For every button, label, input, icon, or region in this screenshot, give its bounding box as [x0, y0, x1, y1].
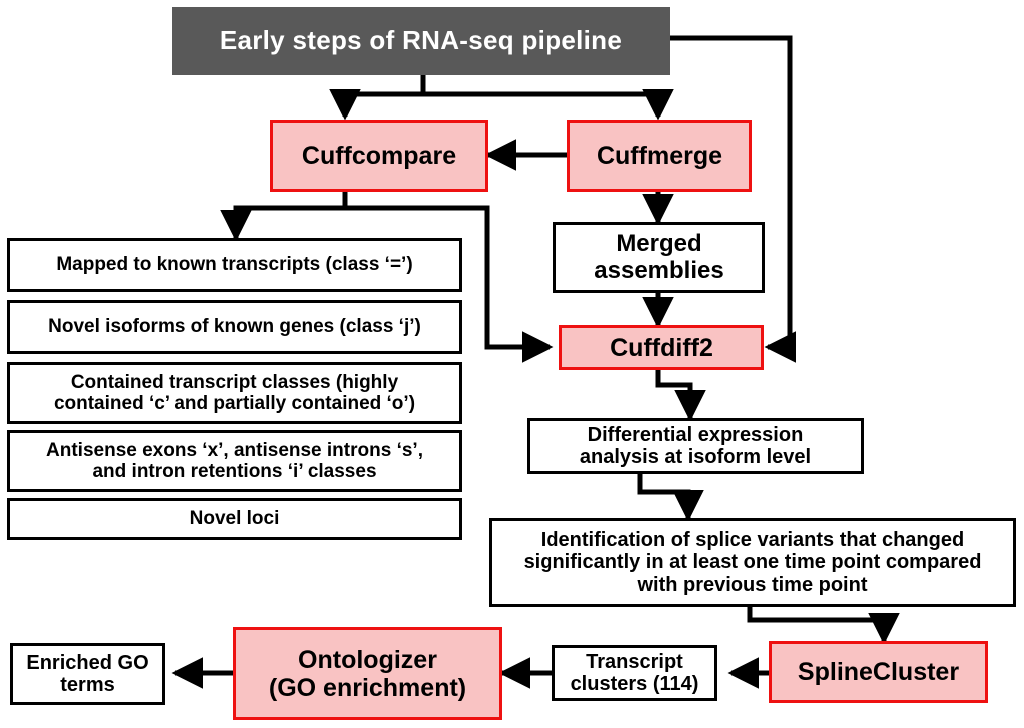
edge-cuffdiff2-to-diffexpr [655, 370, 706, 422]
edge-header-to-cuffdiff2 [670, 35, 796, 363]
node-splinecluster: SplineCluster [769, 641, 988, 703]
node-class-contained: Contained transcript classes (highly con… [7, 362, 462, 424]
node-cuffdiff2: Cuffdiff2 [559, 325, 764, 370]
edge-cuffcompare-to-cuffdiff2 [342, 192, 554, 363]
node-novel-loci: Novel loci [7, 498, 462, 540]
node-identification-splice-variants: Identification of splice variants that c… [489, 518, 1016, 607]
node-class-antisense: Antisense exons ‘x’, antisense introns ‘… [7, 430, 462, 492]
node-cuffcompare: Cuffcompare [270, 120, 488, 192]
edge-diffexpr-to-identification [637, 474, 704, 522]
node-class-equals: Mapped to known transcripts (class ‘=’) [7, 238, 462, 292]
node-header-title: Early steps of RNA-seq pipeline [172, 7, 670, 75]
edge-identification-to-splinecluster [747, 607, 900, 645]
node-transcript-clusters: Transcript clusters (114) [552, 645, 717, 701]
node-ontologizer: Ontologizer (GO enrichment) [233, 627, 502, 720]
edge-cuffcompare-to-classes [220, 192, 348, 242]
edge-header-to-cuffmerge [420, 75, 674, 121]
node-class-j: Novel isoforms of known genes (class ‘j’… [7, 300, 462, 354]
node-merged-assemblies: Merged assemblies [553, 222, 765, 293]
edge-header-to-cuffcompare [329, 75, 426, 121]
node-differential-expression: Differential expression analysis at isof… [527, 418, 864, 474]
node-enriched-go-terms: Enriched GO terms [10, 643, 165, 705]
node-cuffmerge: Cuffmerge [567, 120, 752, 192]
